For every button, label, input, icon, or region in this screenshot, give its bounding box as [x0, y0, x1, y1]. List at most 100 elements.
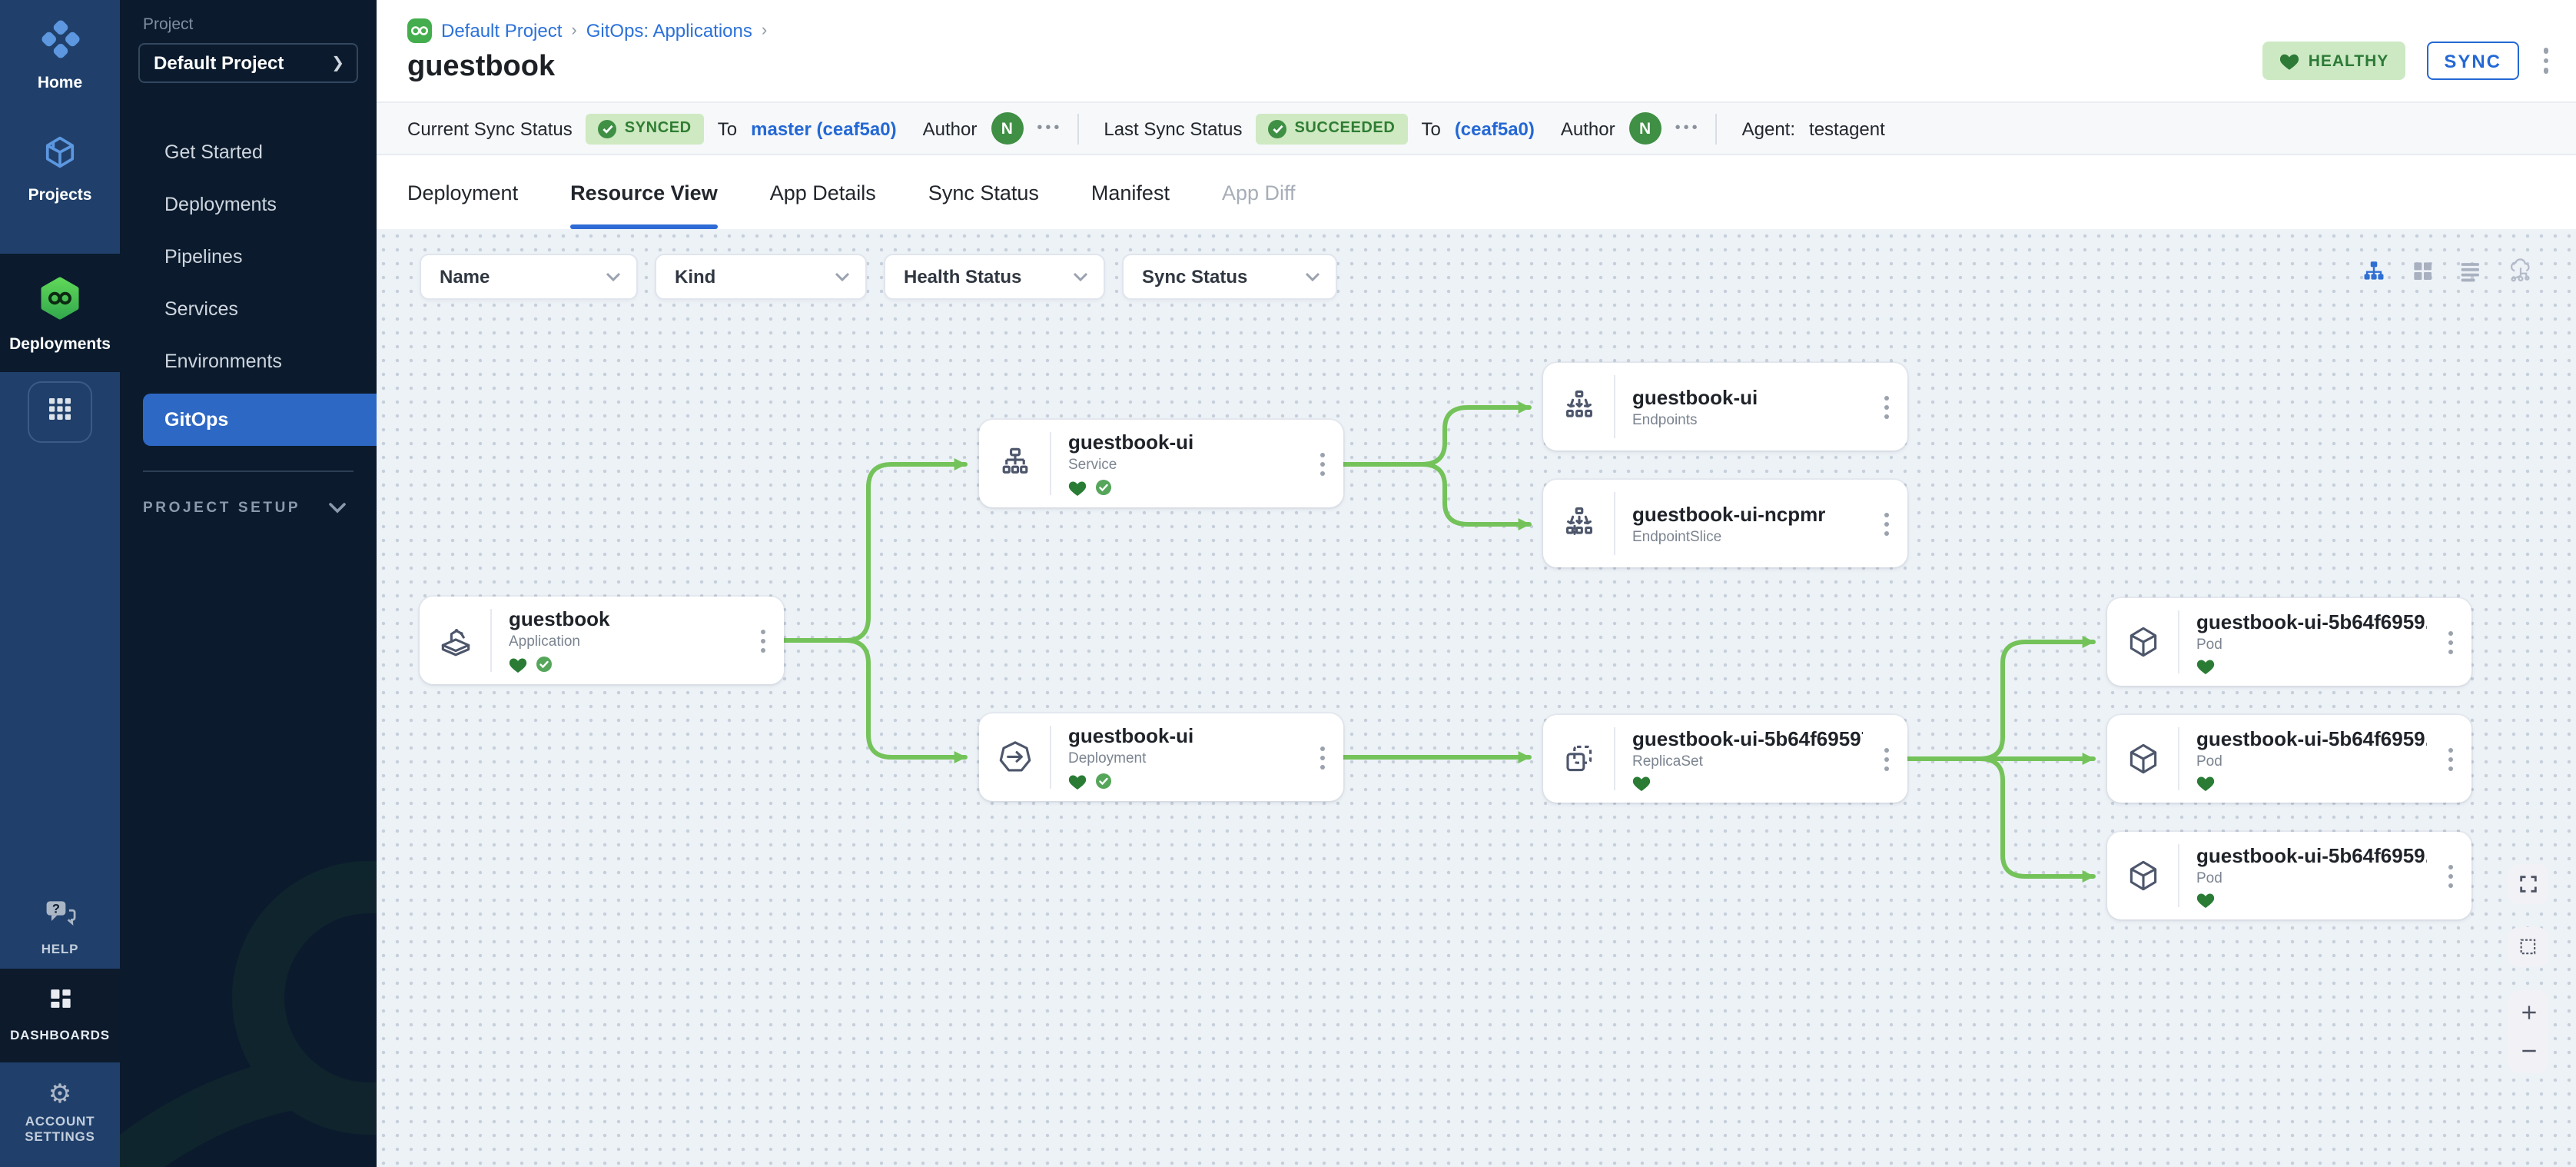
rail-item-dashboards[interactable]: DASHBOARDS	[0, 969, 120, 1062]
node-name: guestbook-ui	[1068, 724, 1194, 747]
synced-check-icon	[1096, 480, 1111, 495]
selection-mode-button[interactable]	[2508, 927, 2548, 967]
breadcrumb-applications-link[interactable]: GitOps: Applications	[586, 20, 752, 42]
current-sync-revision-link[interactable]: master (ceaf5a0)	[751, 118, 897, 139]
health-badge-label: HEALTHY	[2308, 52, 2389, 70]
header-actions: HEALTHY SYNC	[2262, 42, 2551, 80]
tab-sync-status[interactable]: Sync Status	[928, 181, 1039, 204]
app-tabs: Deployment Resource View App Details Syn…	[377, 155, 2576, 229]
node-name: guestbook-ui-ncpmr	[1632, 502, 1826, 525]
sidebar-item-pipelines[interactable]: Pipelines	[164, 246, 243, 268]
node-kind: ReplicaSet	[1632, 753, 1703, 770]
rail-item-projects[interactable]: Projects	[0, 108, 120, 220]
dashboards-icon	[45, 984, 75, 1021]
node-kind: Pod	[2196, 753, 2222, 770]
node-menu-kebab-icon[interactable]	[2445, 744, 2456, 773]
sidebar-item-gitops[interactable]: GitOps	[143, 394, 377, 446]
healthy-heart-icon	[1632, 776, 1651, 790]
node-kind: Application	[509, 633, 580, 650]
node-pod-1[interactable]: guestbook-ui-5b64f6959... Pod	[2107, 598, 2471, 686]
breadcrumb-separator: ›	[571, 22, 577, 40]
node-deployment[interactable]: guestbook-ui Deployment	[979, 713, 1343, 801]
module-selector-button[interactable]	[28, 381, 92, 444]
node-menu-kebab-icon[interactable]	[1317, 743, 1328, 772]
sidebar-item-get-started[interactable]: Get Started	[164, 141, 263, 163]
check-circle-icon	[1268, 119, 1287, 138]
grid-view-icon[interactable]	[2410, 258, 2435, 283]
node-pod-2[interactable]: guestbook-ui-5b64f6959... Pod	[2107, 715, 2471, 803]
network-view-icon[interactable]	[2507, 257, 2535, 284]
node-menu-kebab-icon[interactable]	[2445, 861, 2456, 890]
pod-icon	[2107, 832, 2178, 919]
tree-view-icon[interactable]	[2361, 258, 2387, 284]
sidebar-item-deployments[interactable]: Deployments	[164, 194, 277, 215]
gitops-watermark	[120, 861, 377, 1167]
sidebar-item-services[interactable]: Services	[164, 298, 238, 320]
node-menu-kebab-icon[interactable]	[758, 626, 768, 655]
zoom-in-icon[interactable]	[2518, 1002, 2538, 1022]
tab-manifest[interactable]: Manifest	[1090, 181, 1170, 204]
healthy-heart-icon	[2196, 893, 2215, 907]
project-setup-toggle[interactable]: PROJECT SETUP	[143, 500, 346, 517]
last-sync-status-label: Last Sync Status	[1104, 118, 1243, 139]
rail-item-help[interactable]: ? HELP	[0, 885, 120, 969]
tab-app-details[interactable]: App Details	[769, 181, 876, 204]
author-avatar[interactable]: N	[991, 112, 1024, 145]
node-endpoints[interactable]: guestbook-ui Endpoints	[1543, 363, 1907, 451]
app-menu-kebab-icon[interactable]	[2540, 45, 2551, 77]
node-name: guestbook-ui-5b64f6959...	[2196, 610, 2427, 633]
healthy-heart-icon	[1068, 480, 1087, 495]
filter-sync-status-dropdown[interactable]: Sync Status	[1122, 254, 1337, 300]
node-service[interactable]: guestbook-ui Service	[979, 420, 1343, 507]
tab-deployment[interactable]: Deployment	[407, 181, 519, 204]
commit-more-icon[interactable]: •••	[1675, 120, 1701, 137]
chevron-down-icon	[606, 272, 621, 281]
node-kind: EndpointSlice	[1632, 528, 1722, 545]
page-title: guestbook	[407, 51, 556, 83]
chevron-down-icon	[1073, 272, 1088, 281]
node-kind: Pod	[2196, 636, 2222, 653]
node-menu-kebab-icon[interactable]	[1881, 509, 1892, 538]
node-menu-kebab-icon[interactable]	[1881, 744, 1892, 773]
synced-check-icon	[1096, 773, 1111, 789]
node-menu-kebab-icon[interactable]	[1881, 392, 1892, 421]
node-replicaset[interactable]: guestbook-ui-5b64f69597 ReplicaSet	[1543, 715, 1907, 803]
node-name: guestbook-ui	[1068, 431, 1194, 454]
list-view-icon[interactable]	[2458, 259, 2484, 282]
breadcrumb-project-link[interactable]: Default Project	[441, 20, 563, 42]
rail-label-deployments: Deployments	[9, 335, 111, 354]
node-menu-kebab-icon[interactable]	[1317, 449, 1328, 478]
svg-text:?: ?	[52, 902, 60, 916]
current-sync-status-badge: SYNCED	[586, 113, 704, 144]
node-endpointslice[interactable]: guestbook-ui-ncpmr EndpointSlice	[1543, 480, 1907, 567]
application-icon	[420, 597, 490, 684]
project-selector[interactable]: Default Project ❯	[138, 43, 358, 83]
resource-tree-canvas[interactable]: Name Kind Health Status Sync Status	[377, 229, 2576, 1167]
commit-more-icon[interactable]: •••	[1037, 120, 1063, 137]
node-pod-3[interactable]: guestbook-ui-5b64f6959... Pod	[2107, 832, 2471, 919]
tab-resource-view[interactable]: Resource View	[570, 155, 718, 229]
filter-kind-dropdown[interactable]: Kind	[655, 254, 867, 300]
filter-health-status-dropdown[interactable]: Health Status	[884, 254, 1105, 300]
zoom-out-icon[interactable]	[2518, 1041, 2538, 1061]
last-sync-revision-link[interactable]: (ceaf5a0)	[1454, 118, 1535, 139]
replicaset-icon	[1543, 715, 1614, 803]
marquee-select-icon	[2520, 939, 2536, 955]
sidebar-item-environments[interactable]: Environments	[164, 351, 282, 372]
module-rail: Home Projects Deployments ?	[0, 0, 120, 1167]
rail-item-home[interactable]: Home	[0, 0, 120, 108]
node-application[interactable]: guestbook Application	[420, 597, 784, 684]
health-status-badge: HEALTHY	[2262, 42, 2406, 80]
gitops-logo-icon	[407, 18, 432, 43]
rail-item-deployments[interactable]: Deployments	[0, 254, 120, 373]
author-avatar[interactable]: N	[1628, 112, 1661, 145]
node-menu-kebab-icon[interactable]	[2445, 627, 2456, 657]
fullscreen-button[interactable]	[2508, 864, 2548, 904]
tab-app-diff[interactable]: App Diff	[1221, 181, 1296, 204]
rail-item-account-settings[interactable]: ⚙ ACCOUNT SETTINGS	[0, 1062, 120, 1167]
sync-button[interactable]: SYNC	[2427, 42, 2518, 80]
service-icon	[979, 420, 1050, 507]
synced-check-icon	[536, 657, 552, 672]
pod-icon	[2107, 715, 2178, 803]
filter-name-dropdown[interactable]: Name	[420, 254, 638, 300]
